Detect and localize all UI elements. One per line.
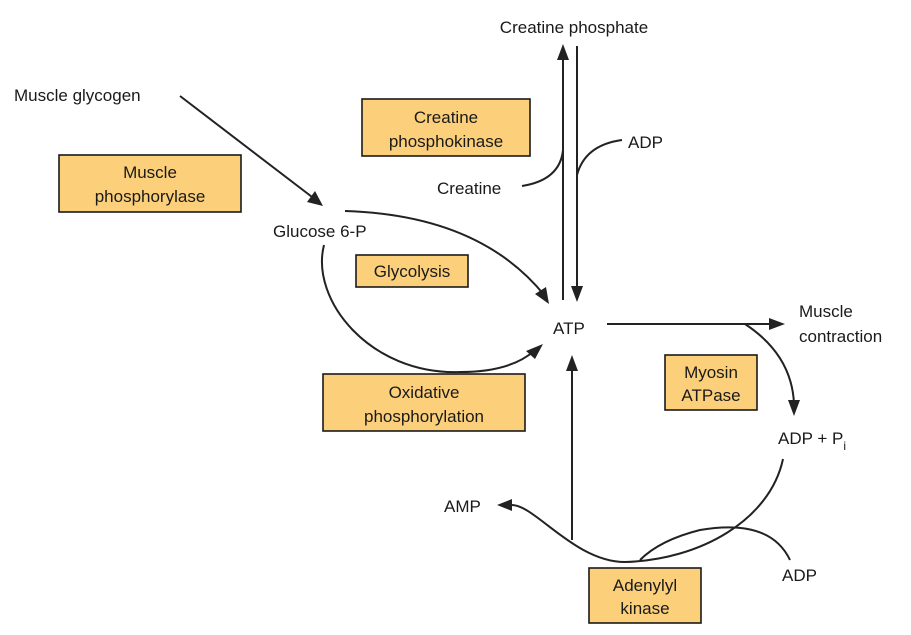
enzyme-label-line: kinase [620,599,669,618]
arrowhead [566,355,578,371]
arrowhead [557,44,569,60]
adp-pi-main: ADP + P [778,429,843,448]
arrow-glycolysis-to-atp [344,210,546,297]
curve-adenylyl-kinase-loop [511,458,784,564]
enzyme-box-myosin-atpase: Myosin ATPase [664,354,758,411]
node-atp: ATP [553,319,585,338]
enzyme-label-line: Oxidative [389,383,460,402]
curve-adp-bottom-join [639,526,791,561]
arrowhead [769,318,785,330]
node-muscle-contraction-line1: Muscle [799,302,853,321]
enzyme-box-creatine-phosphokinase: Creatine phosphokinase [361,98,531,157]
enzyme-box-adenylyl-kinase: Adenylyl kinase [588,567,702,624]
node-creatine: Creatine [437,179,501,198]
arrowhead [526,344,543,359]
curve-creatine-join [521,149,564,187]
enzyme-label-line: phosphorylation [364,407,484,426]
arrowhead [307,191,323,206]
arrow-oxphos-to-atp [321,244,535,374]
node-adp-pi: ADP + Pi [778,429,846,453]
enzyme-label-line: Glycolysis [374,262,451,281]
adp-pi-subscript: i [843,439,846,453]
node-adp-bottom: ADP [782,566,817,585]
enzyme-label-line: phosphorylase [95,187,206,206]
enzyme-label-line: Muscle [123,163,177,182]
enzyme-label-line: phosphokinase [389,132,503,151]
arrowhead [535,287,549,304]
node-glucose-6p: Glucose 6-P [273,222,367,241]
enzyme-box-glycolysis: Glycolysis [355,254,469,288]
arrowhead [788,400,800,416]
node-amp: AMP [444,497,481,516]
arrowhead [571,286,583,302]
enzyme-box-muscle-phosphorylase: Muscle phosphorylase [58,154,242,213]
enzyme-label-line: Myosin [684,363,738,382]
node-creatine-phosphate: Creatine phosphate [500,18,648,37]
enzyme-label-line: ATPase [681,386,740,405]
enzyme-label-line: Adenylyl [613,576,677,595]
arrowhead [497,499,512,511]
curve-adp-join [576,139,623,176]
arrow-myosin-to-adp-pi [744,323,795,405]
node-muscle-glycogen: Muscle glycogen [14,86,141,105]
arrow-glycogen-to-glucose6p [179,95,317,201]
enzyme-box-oxidative-phosphorylation: Oxidative phosphorylation [322,373,526,432]
enzyme-label-line: Creatine [414,108,478,127]
node-adp-top: ADP [628,133,663,152]
node-muscle-contraction-line2: contraction [799,327,882,346]
